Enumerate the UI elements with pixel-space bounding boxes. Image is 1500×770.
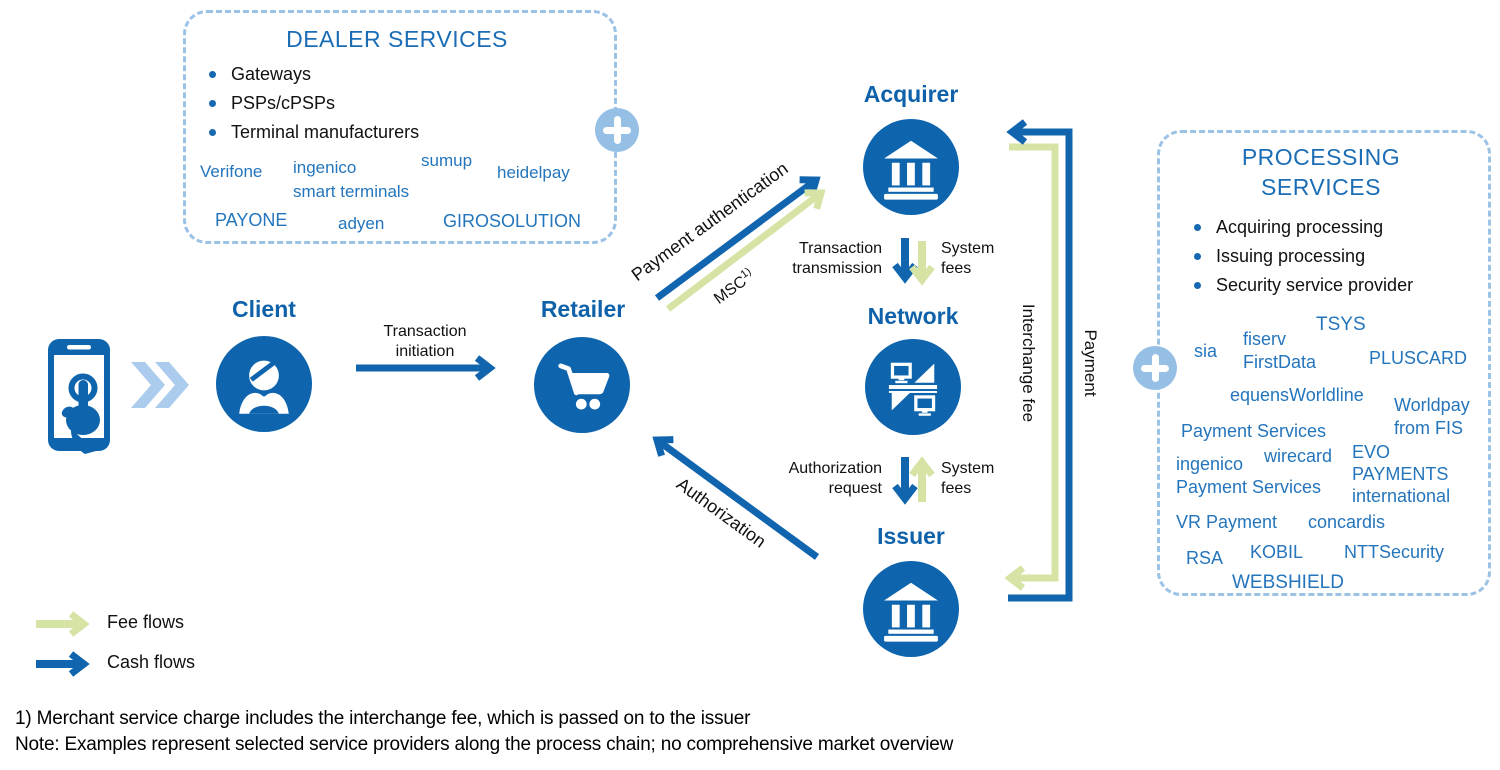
bullet-dot xyxy=(1194,253,1201,260)
brand-fiserv-firstdata: fiserv FirstData xyxy=(1243,329,1317,372)
brand-pluscard: PLUSCARD xyxy=(1369,348,1468,368)
dealer-bullet-label: Terminal manufacturers xyxy=(231,122,420,142)
transaction-initiation-label: Transaction initiation xyxy=(383,323,467,360)
dealer-bullet: Gateways xyxy=(209,64,311,85)
double-chevron-icon xyxy=(155,362,189,408)
retailer-label: Retailer xyxy=(540,296,626,322)
issuer-node xyxy=(863,561,959,657)
msc-fee-arrow xyxy=(665,189,826,312)
processing-services-title: PROCESSING SERVICES xyxy=(1241,144,1401,200)
brand-sia: sia xyxy=(1194,341,1218,361)
processing-bullet-label: Issuing processing xyxy=(1216,246,1366,266)
dealer-bullet: PSPs/cPSPs xyxy=(209,93,335,114)
transaction-transmission-label: Transaction transmission xyxy=(792,240,882,277)
footnote-2: Note: Examples represent selected servic… xyxy=(15,734,954,755)
smartphone-touch-icon xyxy=(48,339,110,454)
processing-bullet-label: Acquiring processing xyxy=(1216,217,1384,237)
processing-bullet: Security service provider xyxy=(1194,275,1413,296)
brand-wirecard: wirecard xyxy=(1264,446,1333,466)
brand-adyen: adyen xyxy=(338,214,385,233)
plus-icon xyxy=(595,108,639,152)
authorization-request-label: Authorization request xyxy=(788,460,882,497)
processing-bullet: Acquiring processing xyxy=(1194,217,1383,238)
plus-icon xyxy=(1133,346,1177,390)
brand-vr-payment: VR Payment xyxy=(1176,512,1278,532)
dealer-bullet-label: Gateways xyxy=(231,64,312,84)
brand-heidelpay: heidelpay xyxy=(497,163,570,182)
brand-girosolution: GIROSOLUTION xyxy=(443,211,582,231)
network-node xyxy=(865,339,961,435)
acquirer-node xyxy=(863,119,959,215)
issuer-label: Issuer xyxy=(877,523,945,549)
processing-bullet-label: Security service provider xyxy=(1216,275,1414,295)
footnote-1: 1) Merchant service charge includes the … xyxy=(15,708,751,729)
brand-payone: PAYONE xyxy=(215,210,288,230)
bank-icon xyxy=(884,582,938,642)
shopping-cart-icon xyxy=(548,351,616,419)
brand-ingenico-smart-terminals: ingenico smart terminals xyxy=(293,158,410,201)
bank-icon xyxy=(884,140,938,200)
brand-verifone: Verifone xyxy=(200,162,263,181)
double-chevron-icon xyxy=(131,362,165,408)
brand-worldpay-from-fis: Worldpay from FIS xyxy=(1394,395,1470,438)
interchange-fee-line xyxy=(1004,143,1059,591)
bullet-dot xyxy=(1194,224,1201,231)
payment-label: Payment xyxy=(1081,329,1100,397)
interchange-fee-label: Interchange fee xyxy=(1019,303,1038,423)
processing-bullet: Issuing processing xyxy=(1194,246,1365,267)
legend-fee-flows-label: Fee flows xyxy=(107,612,185,632)
system-fees-label: System fees xyxy=(941,240,995,277)
acquirer-label: Acquirer xyxy=(863,81,959,107)
brand-payment-services: Payment Services xyxy=(1181,421,1327,441)
brand-evo-payments-international: EVO PAYMENTS international xyxy=(1352,442,1451,506)
brand-tsys: TSYS xyxy=(1316,314,1366,335)
client-node xyxy=(216,336,312,432)
network-label: Network xyxy=(867,303,959,329)
brand-ingenico-payment-services: ingenico Payment Services xyxy=(1176,454,1322,497)
bullet-dot xyxy=(209,129,216,136)
dealer-bullet: Terminal manufacturers xyxy=(209,122,419,143)
brand-rsa: RSA xyxy=(1186,548,1224,568)
retailer-node xyxy=(534,337,630,433)
bullet-dot xyxy=(209,71,216,78)
network-icon xyxy=(887,361,939,418)
brand-sumup: sumup xyxy=(421,151,473,170)
brand-kobil: KOBIL xyxy=(1250,542,1304,562)
system-fees-label: System fees xyxy=(941,460,995,497)
bullet-dot xyxy=(1194,282,1201,289)
client-label: Client xyxy=(232,296,296,322)
brand-webshield: WEBSHIELD xyxy=(1232,572,1344,593)
legend-cash-flows-label: Cash flows xyxy=(107,652,196,672)
brand-nttsecurity: NTTSecurity xyxy=(1344,542,1445,562)
dealer-bullet-label: PSPs/cPSPs xyxy=(231,93,336,113)
brand-concardis: concardis xyxy=(1308,512,1386,532)
dealer-services-title: DEALER SERVICES xyxy=(286,26,508,52)
brand-equensworldline: equensWorldline xyxy=(1230,385,1364,405)
payment-authentication-arrow xyxy=(654,176,821,301)
bullet-dot xyxy=(209,100,216,107)
payment-line xyxy=(1006,119,1073,602)
authorization-arrow xyxy=(652,436,820,560)
person-icon xyxy=(230,350,298,418)
